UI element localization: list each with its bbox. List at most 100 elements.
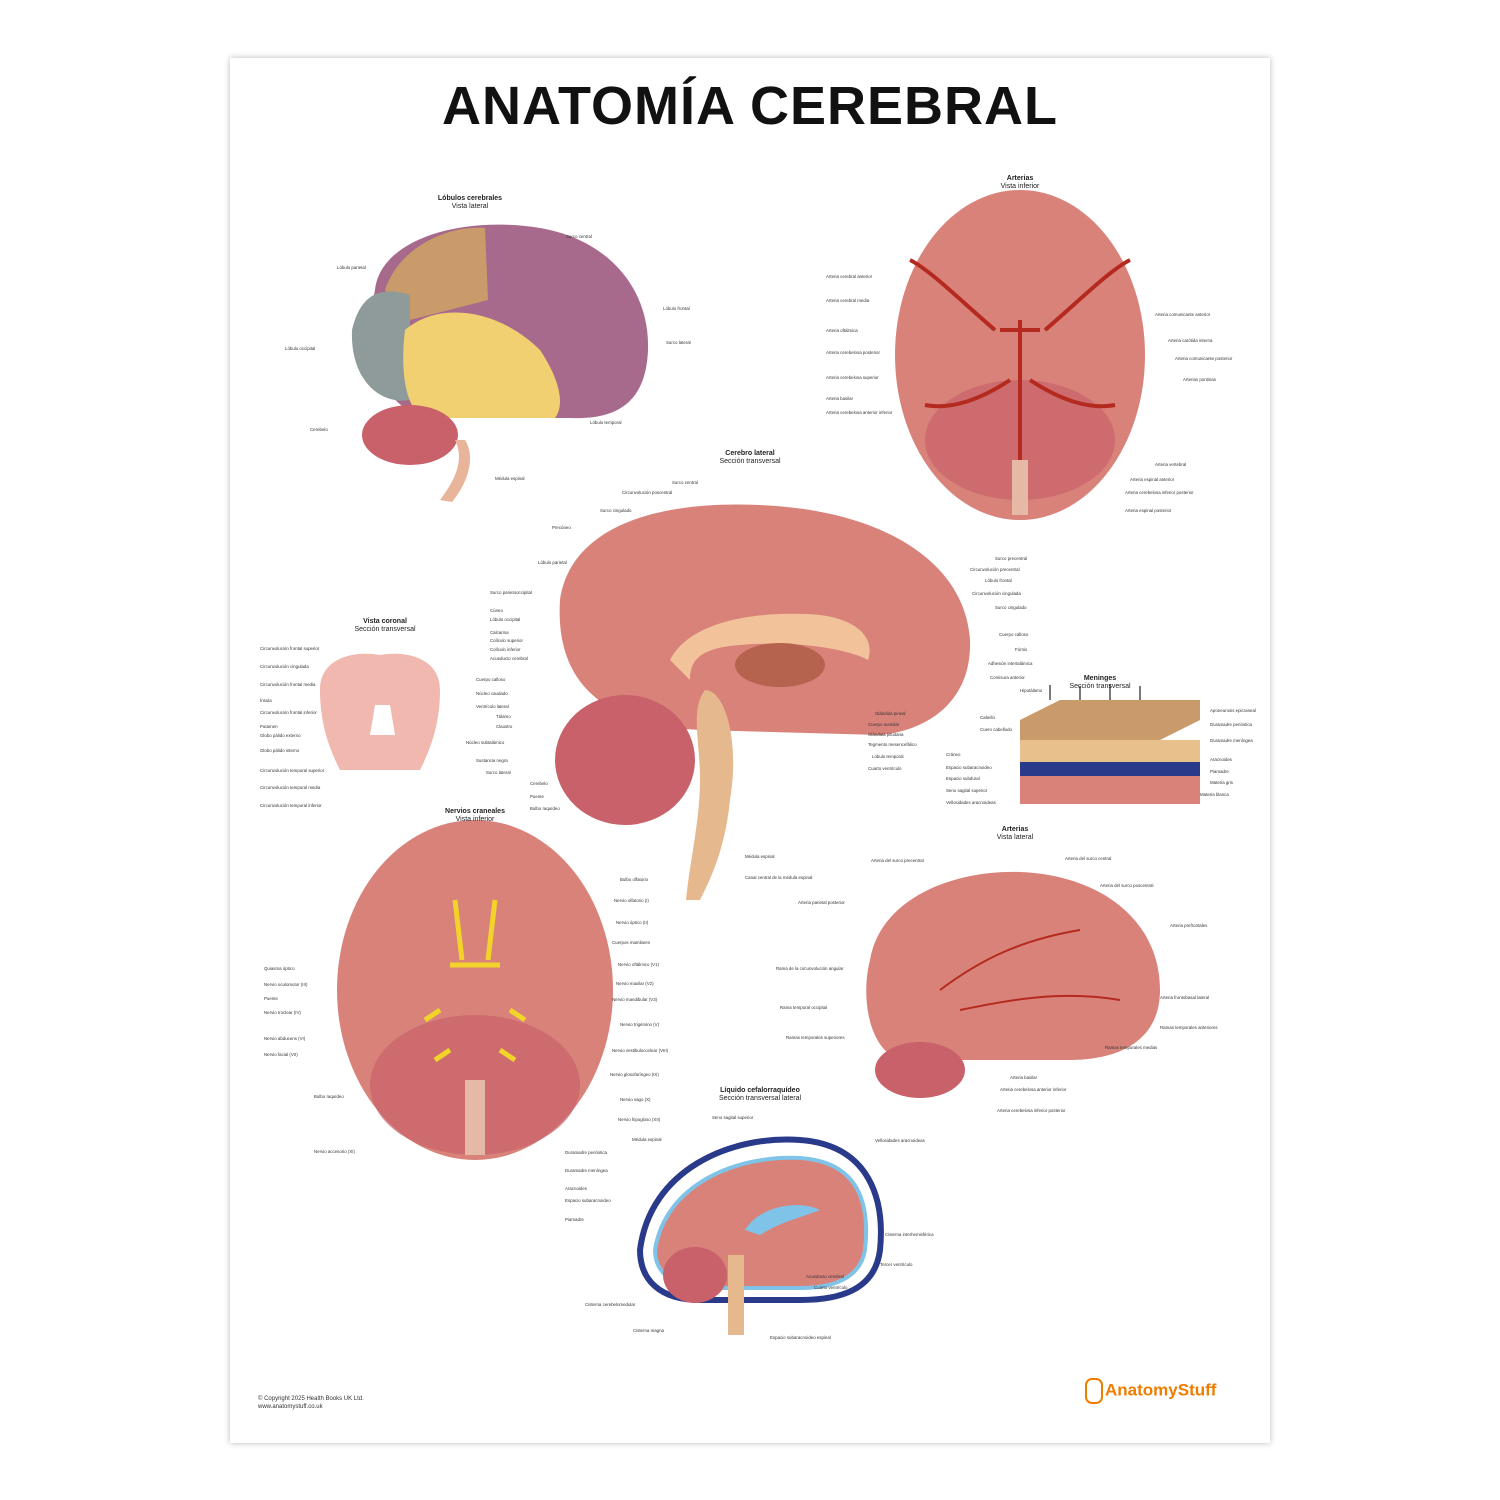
label: Aracnoides <box>1210 757 1232 762</box>
label: Rama de la circunvolución angular <box>776 966 844 971</box>
label: Nervio oftálmico (V1) <box>618 962 659 967</box>
label: Espacio subaracnoideo espinal <box>770 1335 831 1340</box>
meninges-illustration <box>1020 684 1200 804</box>
label: Lóbulo temporal <box>590 420 622 425</box>
label: Globo pálido interno <box>260 748 300 753</box>
label: Acueducto cerebral <box>806 1274 844 1279</box>
label: Arteria cerebelosa inferior posterior <box>997 1108 1066 1113</box>
label: Lóbulo temporal <box>872 754 904 759</box>
label: Arteria cerebelosa superior <box>826 375 879 380</box>
label: Duramadre perióstica <box>565 1150 607 1155</box>
coronal-illustration <box>320 653 440 770</box>
label: Nervio troclear (IV) <box>264 1010 301 1015</box>
label: Ramas temporales superiores <box>786 1035 845 1040</box>
label: Surco precentral <box>995 556 1028 561</box>
label: Arteria espinal posterior <box>1125 508 1172 513</box>
label: Arteria vertebral <box>1155 462 1187 467</box>
label: Piamadre <box>1210 769 1229 774</box>
label: Ínsula <box>260 698 272 703</box>
label: Claustro <box>496 724 513 729</box>
label: Nervio mandibular (V3) <box>612 997 658 1002</box>
label: Cuerpo calloso <box>476 677 506 682</box>
label: Surco parietooccipital <box>490 590 532 595</box>
median-section-illustration <box>555 504 971 900</box>
label: Bulbo raquídeo <box>530 806 560 811</box>
label: Nervio vestibulococlear (VIII) <box>612 1048 669 1053</box>
label: Colículo superior <box>490 638 523 643</box>
label: Lóbulo frontal <box>663 306 690 311</box>
label: Vellosidades aracnoideas <box>946 800 996 805</box>
label: Duramadre perióstica <box>1210 722 1252 727</box>
label: Fórnix <box>1015 647 1028 652</box>
label: Cerebelo <box>310 427 328 432</box>
label: Arteria cerebelosa posterior <box>826 350 880 355</box>
label: Lóbulo parietal <box>337 265 366 270</box>
label: Rama temporal occipital <box>780 1005 828 1010</box>
label: Lóbulo parietal <box>538 560 567 565</box>
label: Tálamo <box>496 714 511 719</box>
label: Calcarina <box>490 630 509 635</box>
label: Cuerpo mamilar <box>868 722 900 727</box>
label: Nervio trigémino (V) <box>620 1022 660 1027</box>
label: Circunvolución temporal inferior <box>260 803 322 808</box>
label: Surco cingulado <box>600 508 632 513</box>
label: Surco lateral <box>486 770 511 775</box>
label: Cisterna interhemisférica <box>885 1232 934 1237</box>
label: Sustancia negra <box>476 758 508 763</box>
label: Circunvolución poscentral <box>622 490 673 495</box>
label: Cisterna cerebelomedular <box>585 1302 636 1307</box>
label: Arteria oftálmica <box>826 328 858 333</box>
label: Surco central <box>672 480 698 485</box>
brand-mark-icon <box>1085 1378 1103 1404</box>
label: Puente <box>264 996 278 1001</box>
label: Arteria cerebelosa anterior inferior <box>826 410 893 415</box>
label: Globo pálido externo <box>260 733 301 738</box>
label: Cisterna magna <box>633 1328 664 1333</box>
label: Espacio subdural <box>946 776 980 781</box>
label: Precúneo <box>552 525 571 530</box>
label: Circunvolución frontal superior <box>260 646 320 651</box>
label: Cabello <box>980 715 995 720</box>
label: Comisura anterior <box>990 675 1025 680</box>
label: Tegmento mesencefálico <box>868 742 917 747</box>
label: Surco cingulado <box>995 605 1027 610</box>
label: Médula espinal <box>632 1137 662 1142</box>
label: Lóbulo occipital <box>490 617 521 622</box>
label: Aponeurosis epicraneal <box>1210 708 1256 713</box>
label: Arteria del surco central <box>1065 856 1112 861</box>
label: Putamen <box>260 724 278 729</box>
label: Ramas temporales anteriores <box>1160 1025 1218 1030</box>
label: Cuerpos mamilares <box>612 940 651 945</box>
label: Acueducto cerebral <box>490 656 528 661</box>
csf-illustration <box>636 1136 884 1335</box>
label: Arteria cerebelosa anterior inferior <box>1000 1087 1067 1092</box>
copyright-line: © Copyright 2025 Health Books UK Ltd. <box>258 1396 364 1402</box>
label: Piamadre <box>565 1217 584 1222</box>
label: Arteria frontobasal lateral <box>1160 995 1210 1000</box>
label: Vellosidades aracnoideas <box>875 1138 925 1143</box>
label: Duramadre meníngea <box>565 1168 608 1173</box>
copyright-text: © Copyright 2025 Health Books UK Ltd. ww… <box>258 1395 364 1411</box>
label: Ventrículo lateral <box>476 704 509 709</box>
label: Arteria prefrontales <box>1170 923 1208 928</box>
label: Seno sagital superior <box>712 1115 754 1120</box>
label: Surco lateral <box>666 340 691 345</box>
label: Cúneo <box>490 608 503 613</box>
label: Nervio abducens (VI) <box>264 1036 306 1041</box>
label: Nervio hipogloso (XII) <box>618 1117 661 1122</box>
label: Circunvolución temporal superior <box>260 768 325 773</box>
label: Arteria espinal anterior <box>1130 477 1175 482</box>
label: Colículo inferior <box>490 647 521 652</box>
label: Arteria cerebral media <box>826 298 870 303</box>
label: Arteria basilar <box>1010 1075 1038 1080</box>
label: Cuero cabelludo <box>980 727 1012 732</box>
brand-logo: AnatomyStuff <box>1085 1378 1216 1404</box>
label: Glándula pineal <box>875 711 906 716</box>
label: Cuarto ventrículo <box>868 766 902 771</box>
label: Ramas temporales medias <box>1105 1045 1158 1050</box>
